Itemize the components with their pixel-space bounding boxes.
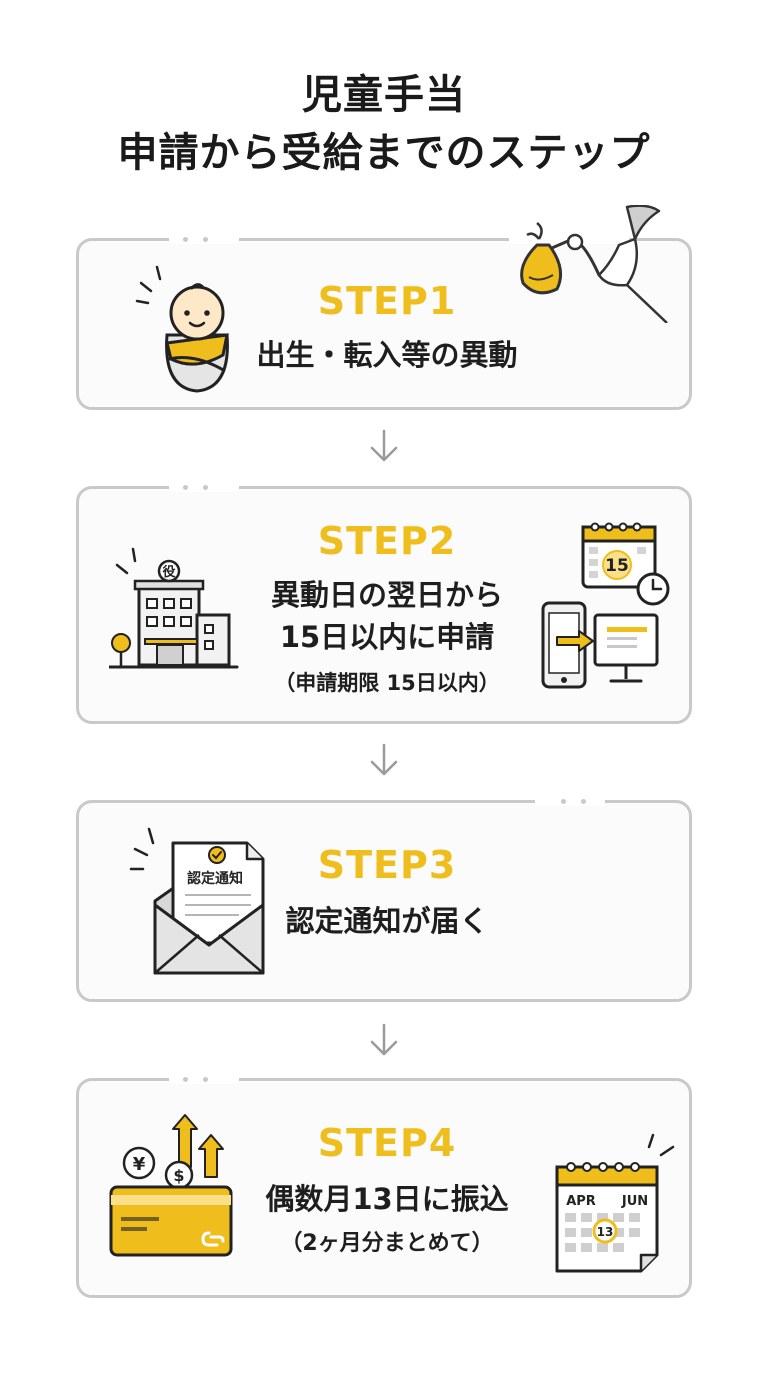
border-gap [169, 1075, 239, 1084]
calendar-day: 15 [605, 556, 629, 576]
online-application-icon [539, 599, 661, 695]
border-gap [169, 483, 239, 492]
step3-label: STEP3 [317, 843, 457, 887]
building-mark: 役 [162, 564, 175, 580]
envelope-letter-icon: 認定通知 [129, 823, 289, 983]
step3-text: 認定通知が届く [285, 904, 489, 938]
calendar-icon: APR JUN 13 [553, 1131, 683, 1281]
down-arrow-icon [370, 1023, 398, 1056]
stork-icon [515, 205, 675, 323]
yen-coin: ¥ [133, 1154, 146, 1175]
calendar-clock-icon: 15 [579, 519, 673, 609]
title-line-2: 申請から受給までのステップ [117, 130, 651, 176]
wallet-money-icon: ¥ $ [107, 1109, 237, 1259]
step4-label: STEP4 [317, 1121, 457, 1165]
step2-text-line1: 異動日の翌日から [270, 578, 503, 612]
step1-text: 出生・転入等の異動 [256, 338, 518, 372]
step2-card: STEP2 異動日の翌日から 15日以内に申請 （申請期限 15日以内） 役 [76, 483, 692, 724]
baby-icon [135, 263, 235, 393]
calendar-month-left: APR [566, 1194, 596, 1209]
step4-text-line2: （2ヶ月分まとめて） [280, 1231, 494, 1256]
step3-card: STEP3 認定通知が届く 認定通知 [76, 797, 692, 1002]
dollar-coin: $ [173, 1166, 184, 1185]
title-line-1: 児童手当 [302, 72, 466, 118]
page-title: 児童手当 申請から受給までのステップ [0, 66, 768, 182]
step4-card: STEP4 偶数月13日に振込 （2ヶ月分まとめて） ¥ $ [76, 1075, 692, 1298]
border-gap [535, 797, 605, 806]
step4-text-line1: 偶数月13日に振込 [265, 1182, 509, 1216]
step1-label: STEP1 [317, 279, 457, 323]
step2-sub: （申請期限 15日以内） [274, 671, 500, 695]
city-hall-icon: 役 [109, 545, 239, 675]
step1-card: STEP1 出生・転入等の異動 [76, 205, 692, 410]
step2-text-line2: 15日以内に申請 [279, 620, 495, 654]
step2-label: STEP2 [317, 519, 457, 563]
down-arrow-icon [370, 743, 398, 776]
calendar-day: 13 [597, 1225, 614, 1239]
down-arrow-icon [370, 429, 398, 462]
calendar-month-right: JUN [621, 1194, 648, 1209]
border-gap [169, 235, 239, 244]
letter-title: 認定通知 [187, 870, 243, 887]
